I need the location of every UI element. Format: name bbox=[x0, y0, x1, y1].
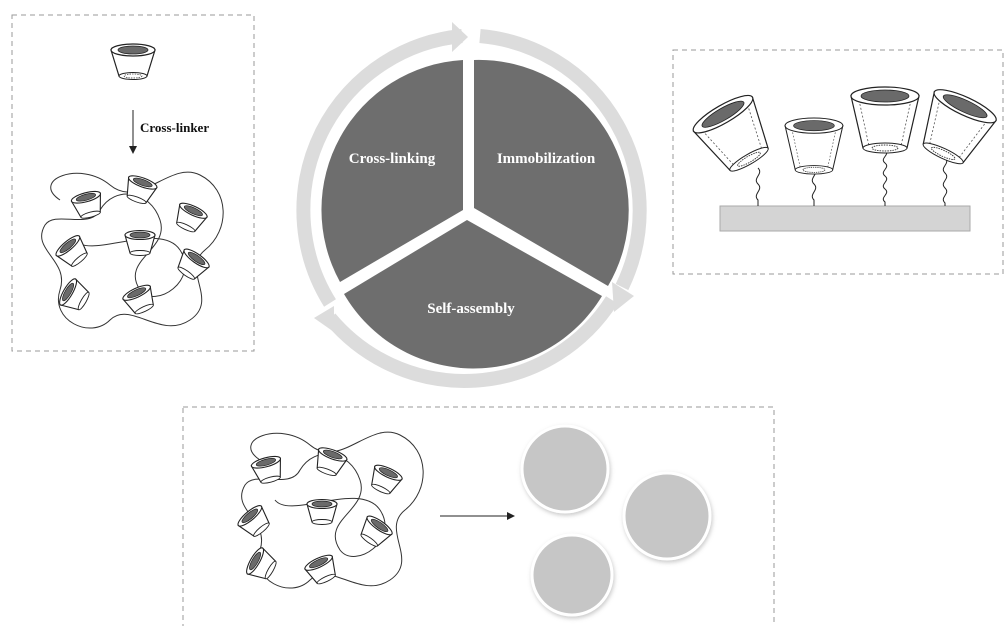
immobilized-cone-icon bbox=[688, 88, 782, 182]
panel-cross-linking: Cross-linker bbox=[11, 14, 255, 352]
cyclodextrin-cone-icon bbox=[110, 43, 156, 81]
panel-immobilization bbox=[672, 49, 1004, 275]
ring-arrow-icon bbox=[314, 306, 334, 332]
label-immobilization: Immobilization bbox=[497, 151, 596, 167]
polymer-network-icon bbox=[234, 431, 424, 589]
cross-linker-label: Cross-linker bbox=[140, 120, 209, 135]
nanoparticles bbox=[520, 424, 712, 617]
surface-substrate bbox=[719, 205, 971, 232]
panel-border bbox=[11, 14, 255, 352]
immobilized-cone-icon bbox=[784, 117, 844, 175]
segment-self-assembly bbox=[344, 220, 602, 369]
panel-self-assembly bbox=[182, 406, 775, 626]
ring-arrow-icon bbox=[612, 282, 634, 312]
cycle-diagram: Cross-linking Immobilization Self-assemb… bbox=[296, 22, 647, 388]
nanoparticle-icon bbox=[622, 471, 712, 561]
tethers bbox=[755, 149, 948, 206]
nanoparticle-icon bbox=[530, 533, 614, 617]
label-cross-linking: Cross-linking bbox=[349, 151, 436, 167]
polymer-network-icon bbox=[41, 171, 224, 329]
panel-border bbox=[672, 49, 1004, 275]
nanoparticle-icon bbox=[520, 424, 610, 514]
panel-border bbox=[182, 406, 775, 626]
immobilized-cone-icon bbox=[850, 86, 920, 154]
segment-immobilization bbox=[474, 59, 629, 286]
immobilized-cone-icon bbox=[909, 83, 1001, 173]
segment-cross-linking bbox=[321, 60, 463, 282]
cycle-ring bbox=[296, 22, 647, 388]
label-self-assembly: Self-assembly bbox=[427, 301, 515, 317]
ring-arrow-icon bbox=[452, 22, 468, 52]
